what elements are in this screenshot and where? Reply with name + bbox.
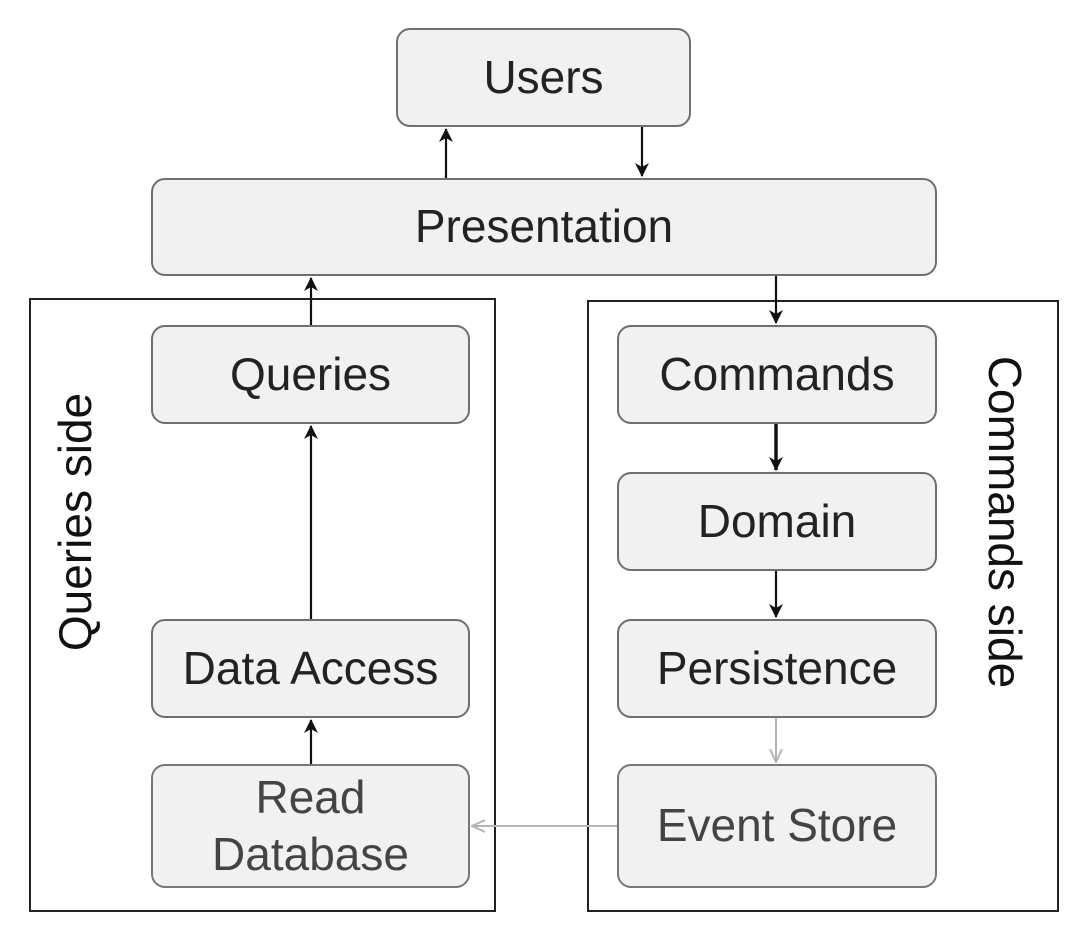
commands-node: Commands bbox=[617, 325, 937, 424]
domain-node: Domain bbox=[617, 472, 937, 571]
users-node: Users bbox=[396, 28, 691, 127]
read-database-node: Read Database bbox=[151, 764, 470, 888]
presentation-node: Presentation bbox=[151, 178, 937, 276]
data-access-node: Data Access bbox=[151, 619, 470, 718]
persistence-node: Persistence bbox=[617, 619, 937, 718]
queries-side-frame bbox=[29, 298, 496, 912]
event-store-node: Event Store bbox=[617, 764, 937, 888]
queries-node: Queries bbox=[151, 325, 470, 424]
commands-side-frame bbox=[587, 300, 1059, 912]
